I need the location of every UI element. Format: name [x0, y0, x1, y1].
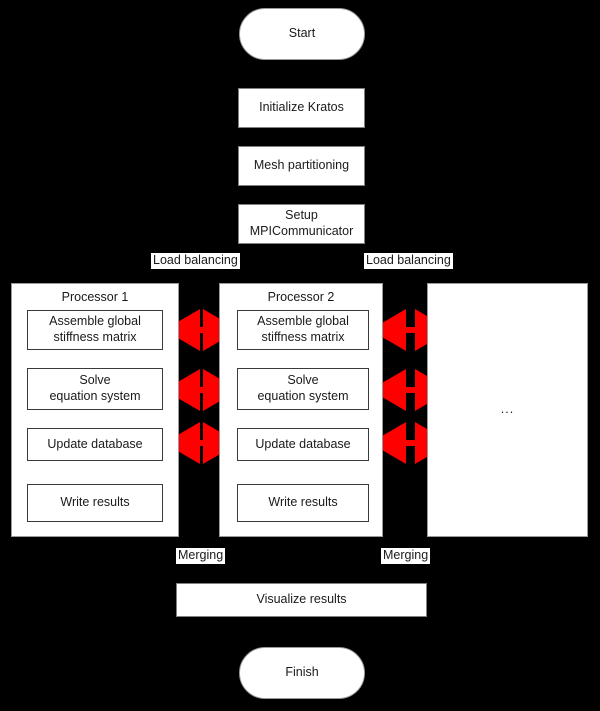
edge-label-merging-right: Merging — [381, 548, 431, 564]
edge-label-merging-left: Merging — [176, 548, 226, 564]
p2-write-results[interactable]: Write results — [237, 484, 369, 522]
edge-label-load-balancing-left: Load balancing — [151, 253, 240, 269]
mesh-partitioning-node[interactable]: Mesh partitioning — [238, 146, 365, 186]
initialize-kratos-node[interactable]: Initialize Kratos — [238, 88, 365, 128]
p1-assemble-global-stiffness-matrix[interactable]: Assemble global stiffness matrix — [27, 310, 163, 350]
processor-2-title: Processor 2 — [267, 290, 335, 304]
more-processors-ellipsis: ... — [500, 402, 515, 416]
p2-update-database[interactable]: Update database — [237, 428, 369, 461]
processor-1-title: Processor 1 — [61, 290, 129, 304]
edge-label-load-balancing-right: Load balancing — [364, 253, 453, 269]
finish-node[interactable]: Finish — [239, 647, 365, 699]
p1-write-results[interactable]: Write results — [27, 484, 163, 522]
processor-more-panel[interactable]: ... — [427, 283, 588, 537]
p2-assemble-global-stiffness-matrix[interactable]: Assemble global stiffness matrix — [237, 310, 369, 350]
setup-mpicommunicator-node[interactable]: Setup MPICommunicator — [238, 204, 365, 244]
p2-solve-equation-system[interactable]: Solve equation system — [237, 368, 369, 410]
p1-update-database[interactable]: Update database — [27, 428, 163, 461]
visualize-results-node[interactable]: Visualize results — [176, 583, 427, 617]
p1-solve-equation-system[interactable]: Solve equation system — [27, 368, 163, 410]
start-node[interactable]: Start — [239, 8, 365, 60]
